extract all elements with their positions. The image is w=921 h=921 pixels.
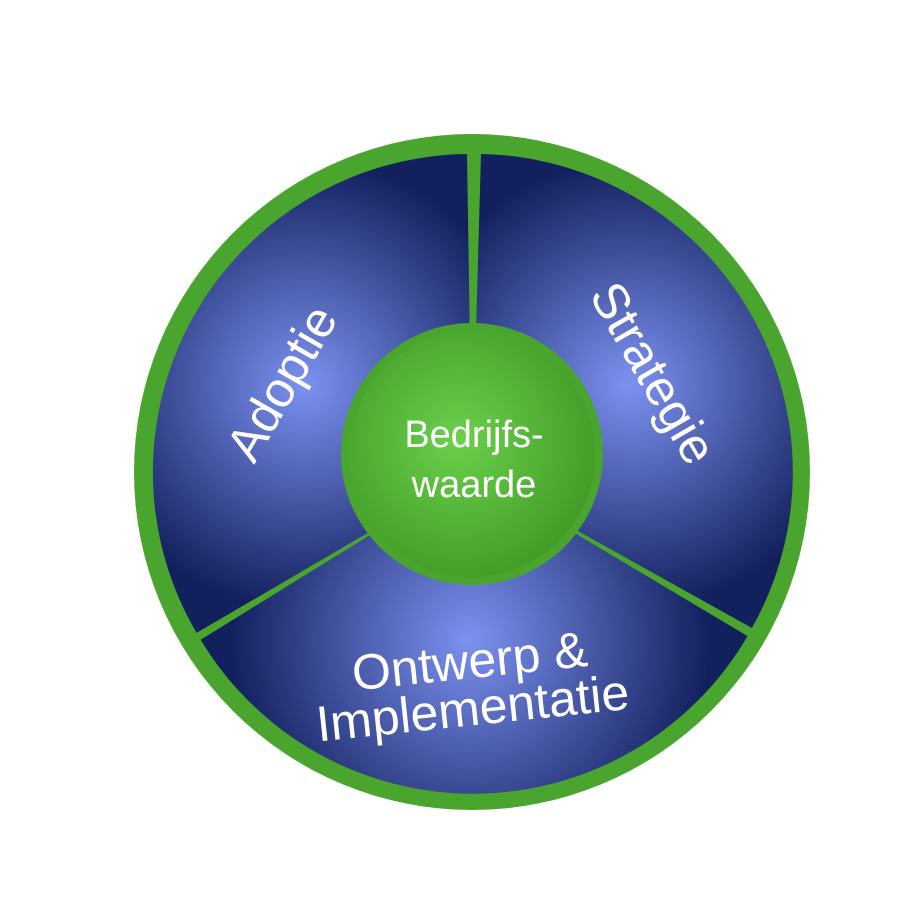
segment-ontwerp-implementatie [200,472,748,794]
center-core [349,331,595,577]
center-label-line2: waarde [411,464,537,506]
center-label-line1: Bedrijfs- [404,414,543,456]
